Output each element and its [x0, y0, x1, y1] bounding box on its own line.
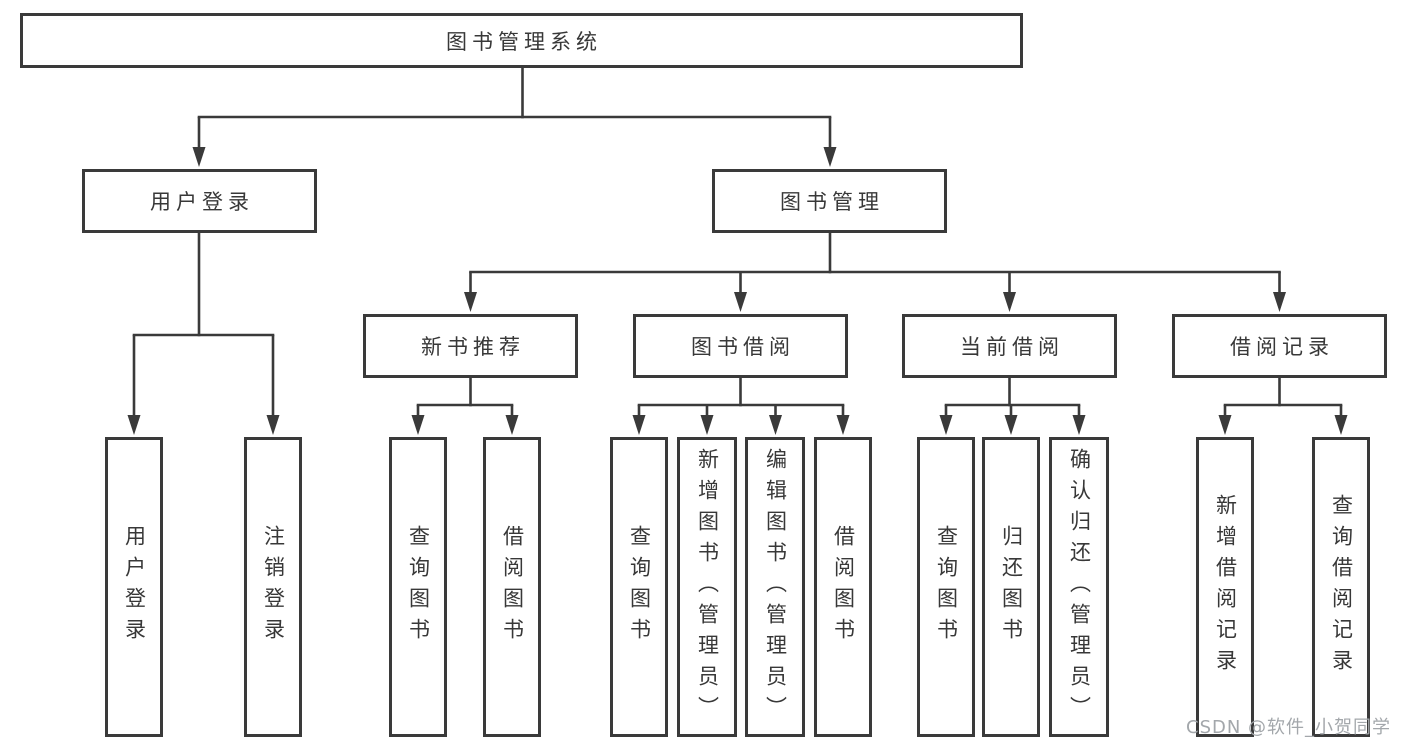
- node-label: 确认归还（管理员）: [1067, 447, 1092, 727]
- leaf-add-borrow-record: 新增借阅记录: [1196, 437, 1254, 737]
- leaf-user-login: 用户登录: [105, 437, 163, 737]
- arrowhead: [769, 415, 782, 435]
- node-label: 查询图书: [406, 525, 431, 649]
- connector-book-borrow-children: [632, 377, 850, 435]
- arrowhead: [411, 415, 425, 435]
- node-book-borrow: 图书借阅: [633, 314, 848, 378]
- arrowhead: [939, 415, 953, 435]
- arrowhead: [823, 147, 837, 167]
- node-label: 当前借阅: [960, 335, 1064, 359]
- connector-borrow-records-children: [1218, 377, 1348, 435]
- arrowhead: [464, 292, 477, 312]
- connector-current-borrow-children: [939, 377, 1086, 435]
- connector-new-book-children: [411, 377, 519, 435]
- node-label: 注销登录: [261, 525, 286, 649]
- arrowhead: [1218, 415, 1232, 435]
- leaf-edit-books-admin: 编辑图书（管理员）: [745, 437, 805, 737]
- node-label: 新书推荐: [421, 335, 525, 359]
- leaf-borrow-books-recommend: 借阅图书: [483, 437, 541, 737]
- leaf-borrow-books: 借阅图书: [814, 437, 872, 737]
- leaf-logout: 注销登录: [244, 437, 302, 737]
- node-label: 编辑图书（管理员）: [763, 447, 788, 727]
- arrowhead: [266, 415, 280, 435]
- node-label: 查询图书: [627, 525, 652, 649]
- node-label: 查询借阅记录: [1329, 494, 1354, 680]
- connector-user-login-children: [127, 232, 280, 435]
- node-root: 图书管理系统: [20, 13, 1023, 68]
- node-label: 归还图书: [999, 525, 1024, 649]
- node-label: 借阅记录: [1230, 335, 1334, 359]
- connector-book-management-children: [464, 232, 1286, 312]
- node-label: 借阅图书: [500, 525, 525, 649]
- arrowhead: [1072, 415, 1086, 435]
- leaf-query-books-recommend: 查询图书: [389, 437, 447, 737]
- arrowhead: [1273, 292, 1286, 312]
- node-label: 图书借阅: [691, 335, 795, 359]
- node-new-book-recommend: 新书推荐: [363, 314, 578, 378]
- leaf-add-books-admin: 新增图书（管理员）: [677, 437, 737, 737]
- leaf-query-books-current: 查询图书: [917, 437, 975, 737]
- arrowhead: [192, 147, 206, 167]
- node-label: 用户登录: [150, 190, 254, 214]
- node-label: 查询图书: [934, 525, 959, 649]
- watermark: CSDN @软件_小贺同学: [1186, 717, 1392, 738]
- leaf-query-borrow-record: 查询借阅记录: [1312, 437, 1370, 737]
- node-book-management: 图书管理: [712, 169, 947, 233]
- arrowhead: [700, 415, 714, 435]
- arrowhead: [1004, 415, 1018, 435]
- leaf-query-books-borrow: 查询图书: [610, 437, 668, 737]
- arrowhead: [1334, 415, 1348, 435]
- arrowhead: [1003, 292, 1016, 312]
- node-label: 新增图书（管理员）: [695, 447, 720, 727]
- arrowhead: [127, 415, 141, 435]
- node-label: 图书管理: [780, 190, 884, 214]
- node-label: 图书管理系统: [446, 29, 602, 54]
- leaf-return-books: 归还图书: [982, 437, 1040, 737]
- node-label: 用户登录: [122, 525, 147, 649]
- connector-root-to-level2: [192, 66, 837, 167]
- node-current-borrow: 当前借阅: [902, 314, 1117, 378]
- node-user-login: 用户登录: [82, 169, 317, 233]
- arrowhead: [632, 415, 646, 435]
- arrowhead: [836, 415, 850, 435]
- node-label: 借阅图书: [831, 525, 856, 649]
- leaf-confirm-return-admin: 确认归还（管理员）: [1049, 437, 1109, 737]
- node-borrow-records: 借阅记录: [1172, 314, 1387, 378]
- arrowhead: [734, 292, 747, 312]
- arrowhead: [505, 415, 519, 435]
- node-label: 新增借阅记录: [1213, 494, 1238, 680]
